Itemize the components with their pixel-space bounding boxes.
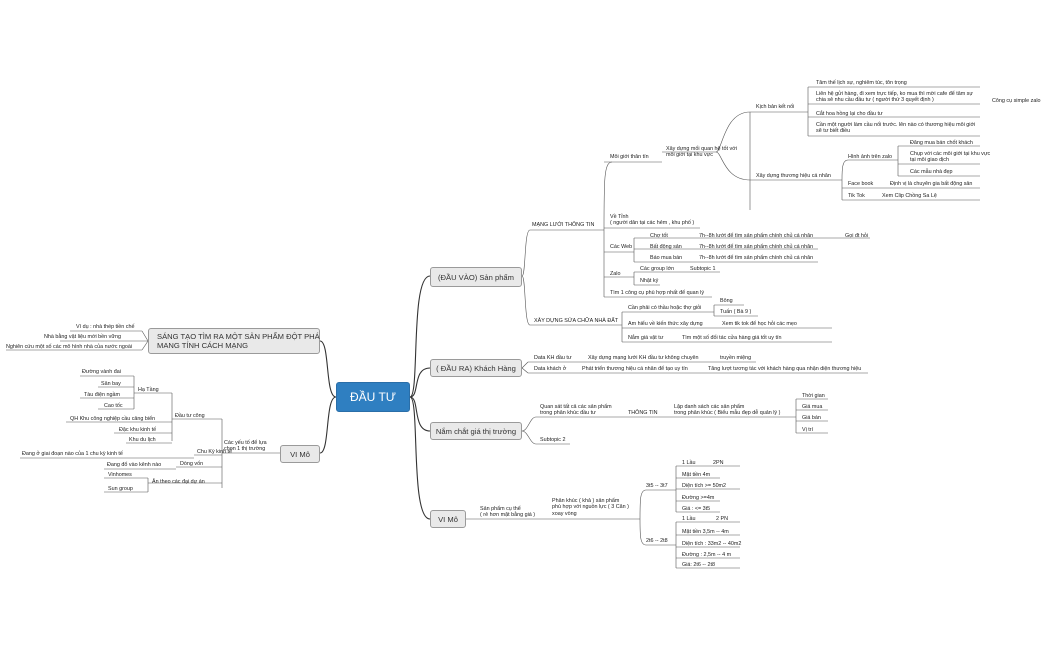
node-vimo-product: Sản phẩm cụ thể ( rẻ hơn mặt bằng giá ) xyxy=(480,506,536,519)
node-build-2: Am hiểu về kiến thức xây dựng xyxy=(628,321,703,327)
node-broker: Môi giới thân tín xyxy=(610,154,649,160)
node-web-2-desc: 7h--8h lướt để tìm sản phẩm chính chủ cá… xyxy=(699,244,814,250)
node-plan-3: Khu du lịch xyxy=(129,437,156,443)
node-tiktok: Tik Tok xyxy=(848,193,865,199)
node-zalo-tool: Công cụ simple zalo xyxy=(992,98,1041,104)
node-vimo-segment: Phân khúc ( khả ) sản phẩm phù hợp với n… xyxy=(552,498,629,517)
node-profile-1: Đăng mua bán chốt khách xyxy=(910,140,973,146)
node-flow-desc: Đang đổ vào kênh nào xyxy=(107,462,162,468)
node-script-2: Liên hệ gửi hàng, đi xem trực tiếp, ko m… xyxy=(816,91,973,104)
node-vimo-g1-item-2: Mặt tiền 4m xyxy=(682,472,711,478)
node-vimo-g1-item-5: Giá : <= 3t5 xyxy=(682,506,711,512)
node-market-field-3: Giá bán xyxy=(802,415,821,421)
node-creative-2: Nhà bằng vật liệu mới bền vững xyxy=(44,334,121,340)
node-plan-2: Đặc khu kinh tế xyxy=(119,427,157,433)
node-customer-1-extra: truyền miệng xyxy=(720,355,752,361)
topic-input-product[interactable]: (ĐẦU VÀO) Sản phẩm xyxy=(430,267,522,287)
topic-customer[interactable]: ( ĐẦU RA) Khách Hàng xyxy=(430,359,522,377)
topic-vimo-left[interactable]: VI Mô xyxy=(280,445,320,463)
node-vimo-g1-item-3: Diện tích >= 50m2 xyxy=(682,483,727,489)
node-follow-2: Sun group xyxy=(108,486,133,492)
node-market-subtopic: Subtopic 2 xyxy=(540,437,566,443)
node-build-1b: Tuấn ( Bà 9 ) xyxy=(720,309,752,315)
node-web-1: Chợ tốt xyxy=(650,233,668,239)
node-creative-1: Ví dụ : nhà thép tiền chế xyxy=(76,324,135,330)
node-script-4: Cần một người làm cầu nối trước. lên nào… xyxy=(816,122,976,135)
node-market-field-4: Vị trí xyxy=(802,427,814,433)
node-infra-1: Đường vành đai xyxy=(82,369,121,375)
node-customer-2-desc: Phát triển thương hiệu cá nhân để tạo uy… xyxy=(582,366,688,372)
node-vimo-group-1: 3t5 -- 3t7 xyxy=(646,483,668,489)
topic-market-price[interactable]: Nắm chắt giá thị trường xyxy=(430,422,522,440)
node-infra-3: Tàu điện ngầm xyxy=(84,392,120,398)
node-vimo-g1-item-1: 1 Lầu xyxy=(682,460,696,466)
node-market-field-2: Giá mua xyxy=(802,404,823,410)
node-customer-1: Data KH đầu tư xyxy=(534,355,572,361)
node-infra-4: Cao tốc xyxy=(104,403,123,409)
node-profile-2: Chụp với các môi giới tại khu vực tại mô… xyxy=(910,151,991,164)
node-vimo-factors: Các yếu tố để lựa chọn 1 thị trường xyxy=(224,440,267,453)
node-web-3-desc: 7h--8h lướt để tìm sản phẩm chính chủ cá… xyxy=(699,255,814,261)
node-vimo-g2-item-1: 1 Lầu xyxy=(682,516,696,522)
node-build-3: Nắm giá vật tư xyxy=(628,335,664,341)
node-vimo-g2-item-4: Đường : 2,5m -- 4 m xyxy=(682,552,732,558)
node-script-3: Cắt hoa hồng lại cho đầu tư xyxy=(816,111,883,117)
node-build-1: Cần phải có thầu hoặc thợ giỏi xyxy=(628,305,702,311)
node-infra-2: Sân bay xyxy=(101,381,121,387)
node-plan-1: QH Khu công nghiệp cầu cảng biển xyxy=(70,416,156,422)
node-web-3: Báo mua bán xyxy=(650,255,683,261)
node-customer-1-desc: Xây dựng mạng lưới KH đầu tư không chuyê… xyxy=(588,355,699,361)
node-market-field-1: Thời gian xyxy=(802,393,825,399)
node-profile-3: Các mẫu nhà đẹp xyxy=(910,169,953,175)
node-creative-3: Nghiên cứu một số các mô hình nhà của nư… xyxy=(6,344,133,350)
root-topic[interactable]: ĐẦU TƯ xyxy=(336,382,410,412)
node-build: XÂY DỰNG SỬA CHỮA NHÀ ĐẤT xyxy=(534,318,619,324)
node-relation: Xây dựng mối quan hệ tốt với môi giới tạ… xyxy=(666,146,737,159)
node-script-1: Tâm thế lịch sự, nghiêm túc, tôn trọng xyxy=(816,80,907,86)
node-web-2: Bất động sản xyxy=(650,244,682,250)
node-zalo-2: Nhật ký xyxy=(640,278,659,284)
topic-vimo-right[interactable]: VI Mô xyxy=(430,510,466,528)
node-customer-2: Data khách ở xyxy=(534,366,567,372)
node-customer-2-extra: Tăng lượt tương tác với khách hàng qua n… xyxy=(708,366,862,372)
node-local: Về Tỉnh ( người dân tại các hẻm , khu ph… xyxy=(610,214,695,227)
node-vimo-g2-item-3: Diện tích : 33m2 -- 40m2 xyxy=(682,541,742,547)
node-flow: Dòng vốn xyxy=(180,461,204,467)
topic-creative[interactable]: SÁNG TẠO TÌM RA MỘT SẢN PHẨM ĐỘT PHÁ MAN… xyxy=(148,328,320,354)
node-network: MẠNG LƯỚI THÔNG TIN xyxy=(532,222,595,228)
node-zalo-1-sub: Subtopic 1 xyxy=(690,266,716,272)
node-vimo-g2-extra: 2 PN xyxy=(716,516,728,522)
node-vimo-g2-item-2: Mặt tiền 3,5m -- 4m xyxy=(682,529,729,535)
node-facebook: Face book xyxy=(848,181,874,187)
node-vimo-g1-extra: 2PN xyxy=(713,460,724,466)
node-cycle: Chu Kỳ kinh tế xyxy=(197,449,233,455)
node-follow: Ăn theo các đại dự án xyxy=(152,479,205,485)
node-follow-1: Vinhomes xyxy=(108,472,132,478)
node-vimo-g1-item-4: Đường >=4m xyxy=(682,495,715,501)
node-facebook-desc: Định vị là chuyên gia bất động sản xyxy=(890,181,973,187)
node-market-observe: Quan sát tất cả các sản phẩm trong phân … xyxy=(540,404,612,417)
node-build-2-desc: Xem tik tok để học hỏi các mẹo xyxy=(722,321,797,327)
node-web: Các Web xyxy=(610,244,633,250)
node-brand: Xây dựng thương hiệu cá nhân xyxy=(756,173,831,179)
node-build-3-desc: Tìm một số đối tác cửa hàng giá tốt uy t… xyxy=(682,335,782,341)
node-zalo-1: Các group lớn xyxy=(640,266,675,272)
node-web-1-extra: Gọi đt hỏi xyxy=(845,233,869,239)
node-market-list: Lập danh sách các sản phẩm trong phân kh… xyxy=(674,404,781,417)
node-partner: Tìm 1 công cụ phù hợp nhất để quan lý xyxy=(610,290,705,296)
node-market-info: THÔNG TIN xyxy=(628,410,658,416)
node-web-1-desc: 7h--8h lướt để tìm sản phẩm chính chủ cá… xyxy=(699,233,814,239)
node-zalo: Zalo xyxy=(610,271,621,277)
node-infrastructure: Hạ Tầng xyxy=(138,387,159,393)
node-build-1a: Bông xyxy=(720,298,733,304)
node-script: Kịch bản kết nối xyxy=(756,104,795,110)
node-vimo-g2-item-5: Giá: 2t6 -- 2t8 xyxy=(682,562,715,568)
node-tiktok-desc: Xem Clip Chồng Sa Lệ xyxy=(882,193,937,199)
node-cycle-desc: Đang ở giai đoạn nào của 1 chu kỳ kinh t… xyxy=(22,451,123,457)
node-profile: Hình ảnh trên zalo xyxy=(848,154,893,160)
node-public-invest: Đầu tư công xyxy=(175,413,205,419)
node-vimo-group-2: 2t6 -- 2t8 xyxy=(646,538,668,544)
